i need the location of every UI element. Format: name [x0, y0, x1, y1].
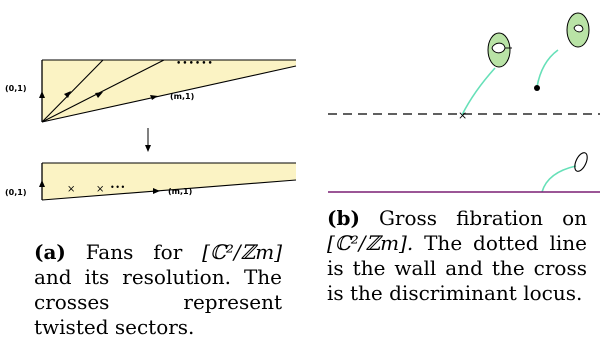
caption-a-lead: Fans for — [85, 240, 183, 264]
resolution-arrow — [145, 128, 151, 152]
top-fan-axis-arrow — [39, 91, 45, 98]
bottom-fan-label-right: (m,1) — [168, 187, 192, 196]
twisted-sector-cross-2: × — [96, 184, 104, 195]
fiber-point — [534, 85, 540, 91]
top-fan-cone — [42, 60, 296, 122]
caption-b: (b) Gross fibration on [ℂ²/ℤm]. The dott… — [327, 206, 587, 306]
caption-a-math: [ℂ²/ℤm] — [202, 240, 282, 264]
caption-a-tag: (a) — [34, 240, 66, 264]
discriminant-cross: × — [458, 109, 467, 122]
top-fan-label-left: (0,1) — [5, 84, 26, 93]
bottom-fan-ray-m-arrow — [153, 188, 160, 194]
top-fan-ray-2 — [41, 59, 165, 123]
top-fan-ray-m-arrow — [150, 95, 158, 100]
gross-fibration-diagram: × — [328, 12, 600, 193]
caption-a-tail: and its resolution. The crosses represen… — [34, 265, 282, 339]
bottom-fan: (0,1) (m,1) × × ••• — [5, 162, 297, 201]
fiber-curve-3 — [541, 165, 577, 193]
bottom-fan-cone — [42, 163, 296, 200]
caption-b-tail: The dotted line is the wall and the cros… — [327, 231, 587, 305]
top-fan: (0,1) (m,1) •••••• — [5, 59, 297, 123]
caption-a: (a) Fans for [ℂ²/ℤm] and its resolution.… — [34, 240, 282, 340]
caption-b-tag: (b) — [327, 206, 360, 230]
fan-diagram: (0,1) (m,1) •••••• (0,1) (m,1) × × ••• — [5, 59, 297, 201]
smooth-fiber-blob-2 — [566, 12, 590, 48]
twisted-sector-cross-1: × — [67, 184, 75, 195]
top-fan-dots: •••••• — [176, 59, 214, 69]
singular-fiber-blob-1 — [487, 32, 512, 68]
caption-b-math: [ℂ²/ℤm]. — [327, 231, 414, 255]
top-fan-ray-1 — [41, 59, 104, 123]
caption-b-lead: Gross fibration on — [378, 206, 588, 230]
top-fan-ray-2-arrow — [95, 92, 103, 98]
top-fan-label-right: (m,1) — [170, 92, 194, 101]
fiber-curve-2 — [536, 49, 559, 88]
top-fan-ray-m — [41, 65, 297, 123]
bottom-fan-axis-arrow — [39, 180, 45, 187]
bottom-fan-label-left: (0,1) — [5, 188, 26, 197]
bottom-fan-ray-m — [41, 179, 297, 201]
top-fan-ray-1-arrow — [64, 91, 71, 98]
fiber-curve-1 — [461, 67, 496, 116]
small-fiber-oval — [574, 152, 588, 172]
bottom-fan-dots: ••• — [110, 183, 126, 192]
